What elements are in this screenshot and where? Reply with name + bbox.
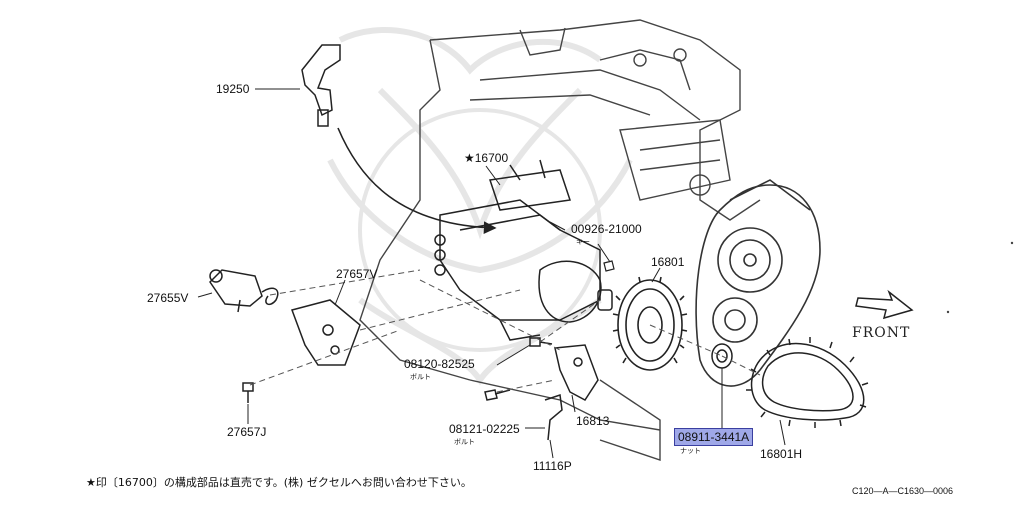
lever-part	[301, 44, 341, 127]
part-label-27657j[interactable]: 27657J	[227, 425, 267, 439]
drawing-code: C120—A—C1630—0006	[852, 486, 954, 496]
part-label-11116p[interactable]: 11116P	[533, 459, 572, 473]
timing-housing	[695, 179, 821, 387]
pump-sprocket	[612, 276, 688, 371]
part-sublabel-key: キー	[576, 238, 590, 246]
part-label-16801h[interactable]: 16801H	[760, 447, 803, 461]
part-label-08911-3441a-highlighted[interactable]: 08911-3441A	[674, 428, 754, 446]
watermark-emblem	[327, 27, 633, 386]
part-label-16813[interactable]: 16813	[576, 414, 610, 428]
leader-lines	[197, 88, 786, 459]
footnote: ★印〔16700〕の構成部品は直売です。(株) ゼクセルへお問い合わせ下さい。	[86, 476, 472, 489]
front-label: FRONT	[852, 325, 911, 341]
timing-belt	[746, 337, 869, 428]
bracket-16813	[554, 344, 599, 401]
engine-block	[359, 19, 761, 461]
key-part	[603, 260, 615, 272]
solenoid-part	[209, 269, 279, 313]
part-label-08120-82525[interactable]: 08120-82525	[404, 357, 475, 371]
part-sublabel-bolt-2: ボルト	[454, 438, 475, 446]
part-label-00926-21000[interactable]: 00926-21000	[571, 222, 642, 236]
front-arrow-icon	[855, 289, 914, 320]
part-label-19250[interactable]: 19250	[216, 82, 250, 96]
part-label-27657v[interactable]: 27657V	[336, 267, 378, 281]
part-label-16700[interactable]: ★16700	[464, 151, 509, 165]
bracket-part	[291, 299, 361, 366]
lever-arrow	[337, 127, 497, 235]
part-label-27655v[interactable]: 27655V	[147, 291, 189, 305]
part-sublabel-nut: ナット	[680, 447, 701, 455]
part-sublabel-bolt: ボルト	[410, 373, 431, 381]
point-markers	[946, 241, 1014, 314]
stay-part	[544, 394, 563, 441]
part-label-08121-02225[interactable]: 08121-02225	[449, 422, 520, 436]
part-label-16801[interactable]: 16801	[651, 255, 685, 269]
assembly-lines	[249, 269, 761, 393]
